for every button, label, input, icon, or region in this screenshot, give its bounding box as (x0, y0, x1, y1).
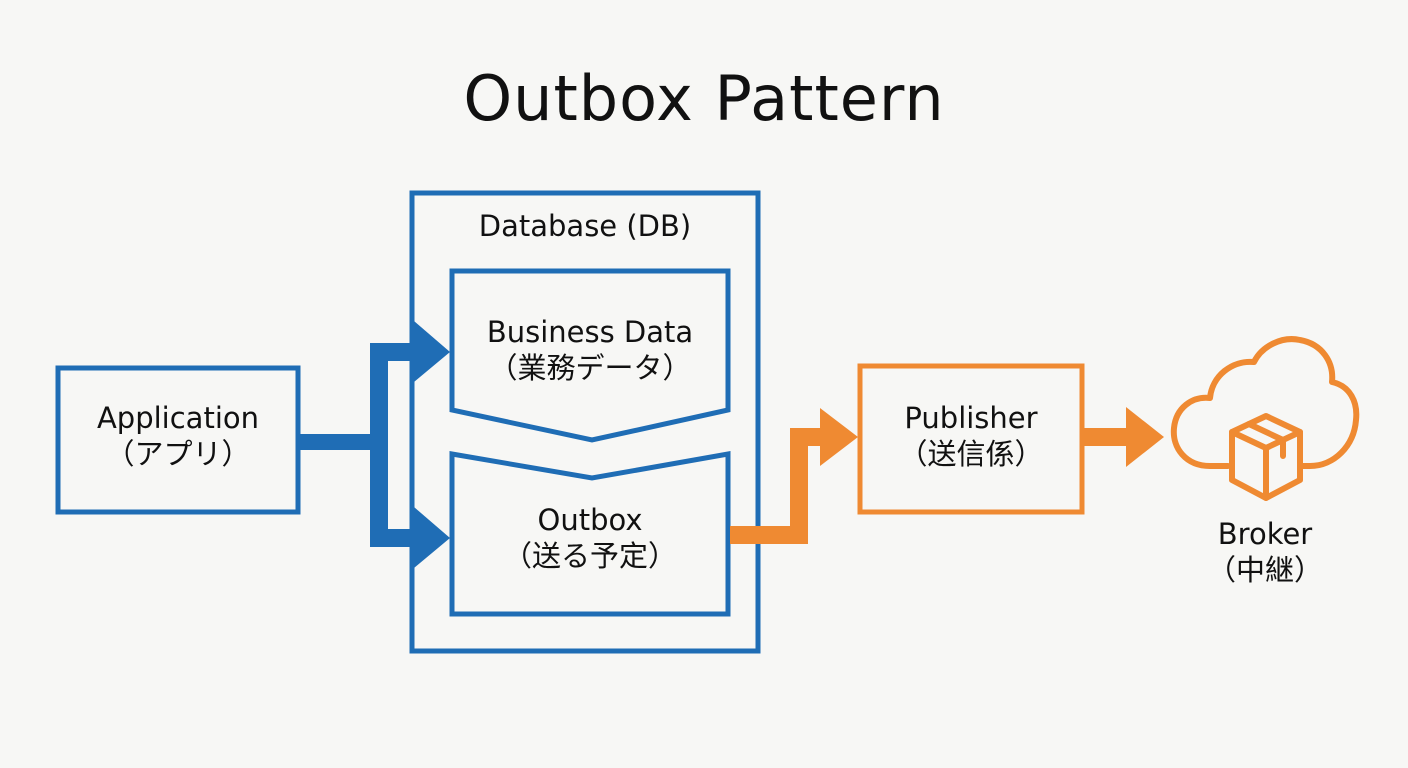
business-data-box (449, 268, 731, 443)
database-name: Database (DB) (478, 209, 692, 243)
broker-name: Broker (1217, 517, 1313, 551)
application-label: Application （アプリ） (58, 400, 298, 473)
outbox-to-publisher-arrow (730, 408, 858, 544)
broker-label: Broker （中継） (1180, 516, 1350, 589)
diagram-title: Outbox Pattern (463, 62, 945, 135)
application-name: Application (96, 401, 260, 435)
publisher-to-broker-arrow (1082, 407, 1164, 467)
cloud-package-icon (1170, 336, 1360, 501)
broker-sublabel: （中継） (1206, 553, 1323, 588)
outbox-name: Outbox (537, 503, 643, 537)
business-data-name: Business Data (486, 315, 694, 349)
business-data-sublabel: （業務データ） (488, 351, 692, 386)
publisher-sublabel: （送信係） (898, 437, 1044, 472)
business-data-label: Business Data （業務データ） (452, 314, 728, 387)
database-label: Database (DB) (412, 208, 758, 244)
app-to-db-arrows (298, 321, 450, 568)
database-container (409, 190, 761, 654)
outbox-label: Outbox （送る予定） (452, 502, 728, 575)
application-sublabel: （アプリ） (105, 437, 251, 472)
outbox-sublabel: （送る予定） (502, 539, 677, 574)
outbox-box (449, 451, 731, 617)
publisher-name: Publisher (904, 401, 1038, 435)
publisher-label: Publisher （送信係） (860, 400, 1082, 473)
